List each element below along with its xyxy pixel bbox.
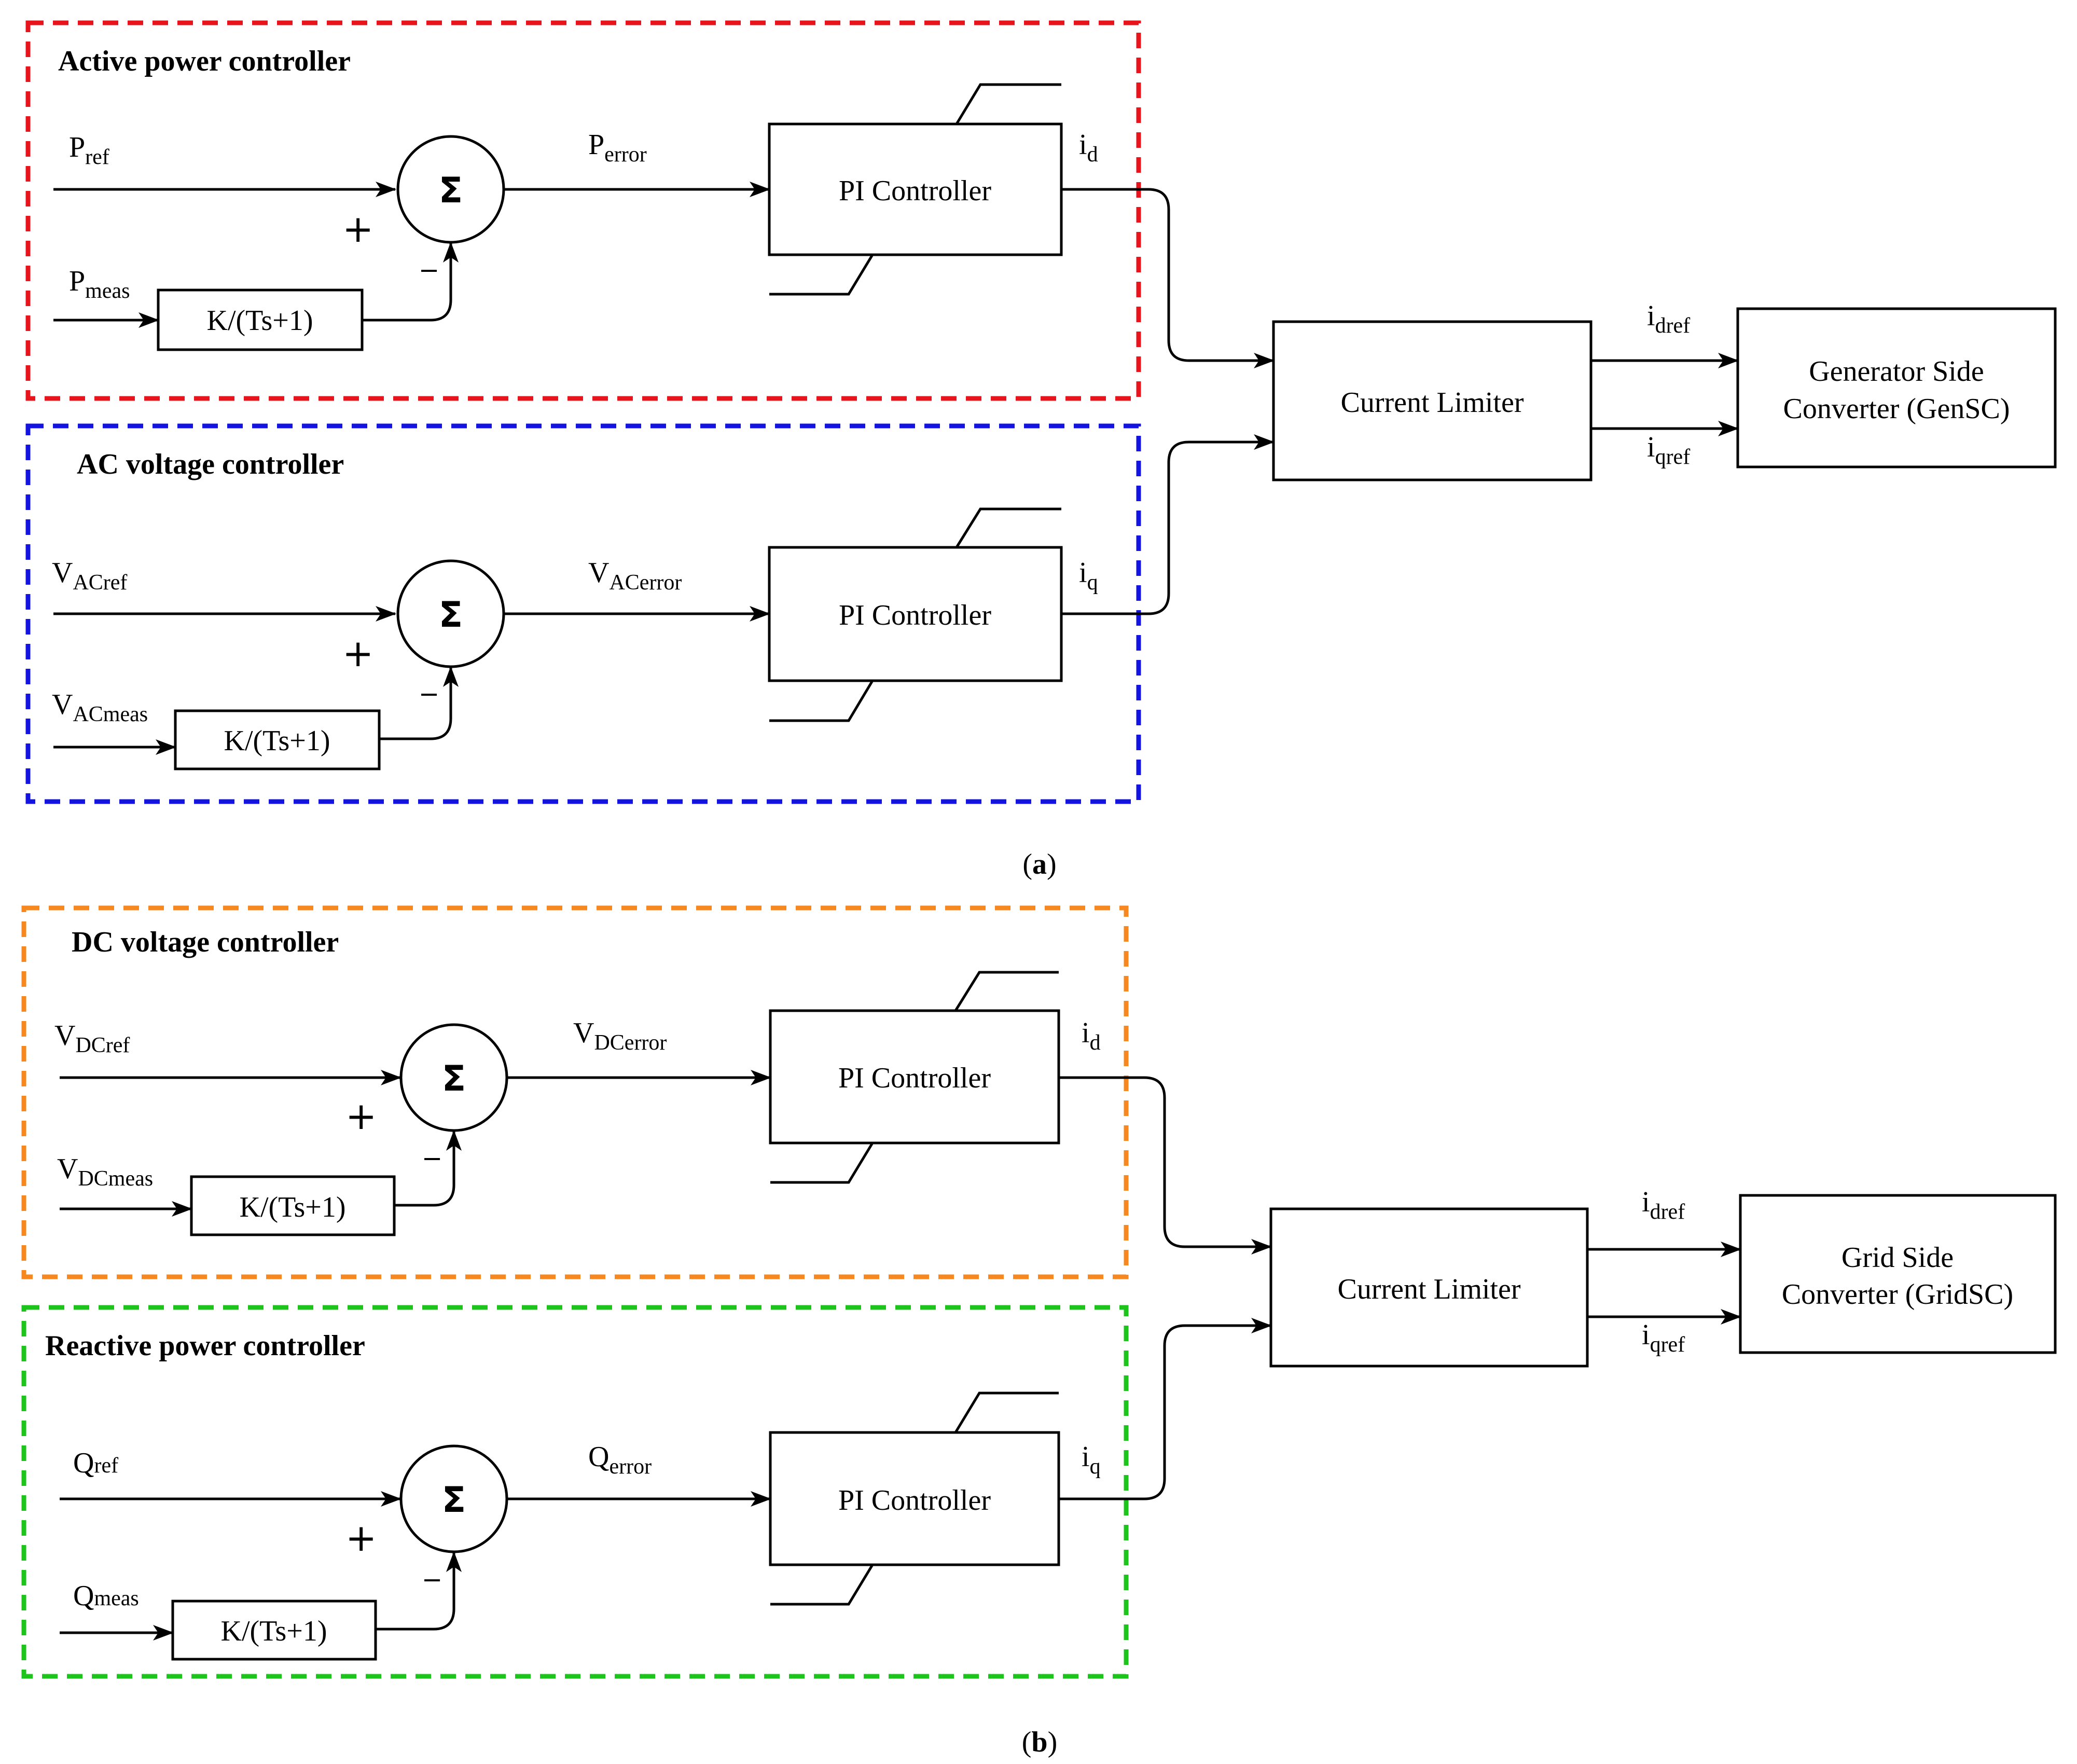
current-limiter-block xyxy=(1272,320,1593,481)
gridsc-label-line2: Converter (GridSC) xyxy=(1782,1278,2013,1311)
feedback-wire xyxy=(362,242,459,322)
p-meas-label: Pmeas xyxy=(69,265,130,303)
feedback-wire xyxy=(376,1551,462,1631)
upper-saturation-icon xyxy=(954,971,1059,1012)
panel-a: Active power controller Pref + Σ Pmeas K… xyxy=(25,20,2057,880)
q-ref-label: Qref xyxy=(73,1447,118,1479)
gridsc-label: Grid Side xyxy=(1841,1242,1954,1274)
plus-sign: + xyxy=(342,207,373,251)
gensc-block xyxy=(1736,307,2057,468)
v-acmeas-label: VACmeas xyxy=(52,688,148,726)
v-dcerror-label: VDCerror xyxy=(573,1017,667,1055)
v-acref-label: VACref xyxy=(52,557,127,595)
idref-label: idref xyxy=(1647,300,1690,338)
minus-sign: − xyxy=(419,256,439,285)
pi-controller-label: PI Controller xyxy=(838,1062,991,1094)
sigma-icon: Σ xyxy=(442,1058,466,1099)
filter-block xyxy=(157,288,364,351)
active-power-controller-title: Active power controller xyxy=(58,45,351,77)
filter-label: K/(Ts+1) xyxy=(224,725,330,757)
panel-a-caption: (a) xyxy=(1022,848,1056,880)
iqref-label: iqref xyxy=(1642,1319,1685,1357)
id-output-label: id xyxy=(1079,129,1098,167)
dc-voltage-controller: DC voltage controller VDCref + Σ VDCmeas… xyxy=(21,905,1129,1279)
iq-to-limiter-wire xyxy=(1061,434,1275,615)
id-to-limiter-wire xyxy=(1061,188,1275,368)
current-limiter-label: Current Limiter xyxy=(1337,1273,1520,1305)
v-dcref-label: VDCref xyxy=(54,1019,130,1057)
panel-b: DC voltage controller VDCref + Σ VDCmeas… xyxy=(21,905,2057,1758)
current-limiter-label: Current Limiter xyxy=(1340,387,1524,419)
ac-voltage-controller-title: AC voltage controller xyxy=(77,448,344,480)
filter-label: K/(Ts+1) xyxy=(240,1191,346,1223)
filter-block xyxy=(174,709,381,770)
lower-saturation-icon xyxy=(769,680,874,722)
filter-label: K/(Ts+1) xyxy=(221,1615,327,1647)
panel-b-caption: (b) xyxy=(1022,1726,1057,1758)
minus-sign: − xyxy=(422,1144,442,1173)
id-output-label: id xyxy=(1082,1017,1101,1055)
ac-voltage-controller: AC voltage controller VACref + Σ VACmeas… xyxy=(25,423,1141,804)
current-limiter-block xyxy=(1269,1207,1589,1368)
pi-controller-block xyxy=(769,1009,1060,1145)
sigma-icon: Σ xyxy=(439,170,463,211)
pi-controller-label: PI Controller xyxy=(839,599,991,631)
iq-output-label: iq xyxy=(1079,557,1098,595)
lower-saturation-icon xyxy=(769,254,874,296)
plus-sign: + xyxy=(345,1094,377,1138)
feedback-wire xyxy=(394,1130,462,1207)
sigma-icon: Σ xyxy=(439,595,463,636)
gensc-label-line2: Converter (GenSC) xyxy=(1783,393,2010,425)
upper-saturation-icon xyxy=(955,507,1061,548)
reactive-power-controller: Reactive power controller Qref + Σ Qmeas… xyxy=(21,1305,1129,1679)
feedback-wire xyxy=(379,666,459,740)
q-meas-label: Qmeas xyxy=(73,1580,139,1612)
active-power-controller-frame xyxy=(25,20,1141,401)
filter-label: K/(Ts+1) xyxy=(207,305,313,337)
id-to-limiter-wire xyxy=(1059,1076,1272,1255)
dc-voltage-controller-title: DC voltage controller xyxy=(72,926,339,958)
gensc-label: Generator Side xyxy=(1809,355,1984,388)
filter-block xyxy=(190,1175,396,1236)
active-power-controller: Active power controller Pref + Σ Pmeas K… xyxy=(25,20,1141,401)
filter-block xyxy=(171,1600,377,1661)
pi-controller-block xyxy=(768,122,1063,256)
upper-saturation-icon xyxy=(955,83,1061,125)
dc-voltage-controller-frame xyxy=(21,905,1129,1279)
gridsc-block xyxy=(1739,1194,2057,1354)
iq-output-label: iq xyxy=(1082,1441,1101,1479)
pi-controller-label: PI Controller xyxy=(839,175,991,207)
v-dcmeas-label: VDCmeas xyxy=(57,1153,153,1191)
upper-saturation-icon xyxy=(954,1391,1059,1434)
q-error-label: Qerror xyxy=(588,1441,652,1479)
p-error-label: Perror xyxy=(588,129,647,167)
reactive-power-controller-title: Reactive power controller xyxy=(45,1330,365,1362)
p-ref-label: Pref xyxy=(69,131,109,169)
lower-saturation-icon xyxy=(770,1564,874,1606)
v-acerror-label: VACerror xyxy=(588,557,682,595)
pi-controller-label: PI Controller xyxy=(838,1484,991,1517)
iqref-label: iqref xyxy=(1647,431,1690,469)
pi-controller-block xyxy=(769,1431,1060,1566)
idref-label: idref xyxy=(1642,1186,1685,1224)
reactive-power-controller-frame xyxy=(21,1305,1129,1679)
sigma-icon: Σ xyxy=(442,1480,466,1521)
iq-to-limiter-wire xyxy=(1059,1318,1272,1500)
lower-saturation-icon xyxy=(770,1142,874,1184)
minus-sign: − xyxy=(419,680,439,709)
minus-sign: − xyxy=(422,1565,442,1594)
plus-sign: + xyxy=(342,631,373,675)
plus-sign: + xyxy=(345,1516,377,1560)
pi-controller-block xyxy=(768,546,1063,682)
